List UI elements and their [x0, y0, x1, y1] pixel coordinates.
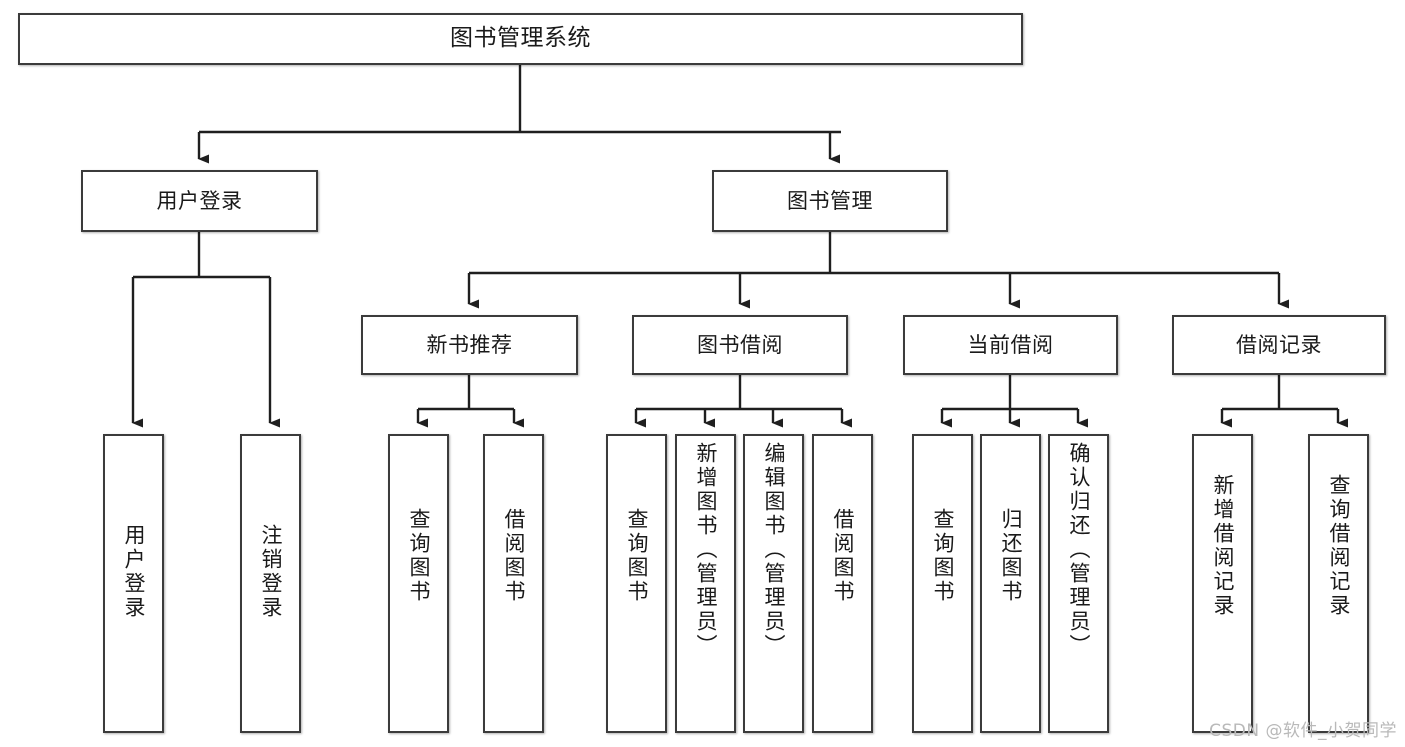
node-borrow-records[interactable]: 借阅记录	[1172, 315, 1386, 375]
leaf-borrow-books-1[interactable]: 借阅图书	[483, 434, 544, 733]
leaf-edit-book-admin-label: 编辑图书（管理员）	[762, 442, 786, 658]
leaf-return-books[interactable]: 归还图书	[980, 434, 1041, 733]
leaf-user-login[interactable]: 用户登录	[103, 434, 164, 733]
node-book-management[interactable]: 图书管理	[712, 170, 948, 232]
node-book-management-label: 图书管理	[787, 188, 873, 213]
node-borrow-records-label: 借阅记录	[1236, 332, 1322, 357]
watermark: CSDN @软件_小贺同学	[1209, 721, 1397, 741]
leaf-edit-book-admin[interactable]: 编辑图书（管理员）	[743, 434, 804, 733]
node-root[interactable]: 图书管理系统	[18, 13, 1023, 65]
leaf-add-book-admin-label: 新增图书（管理员）	[694, 442, 718, 658]
leaf-query-books-2-label: 查询图书	[625, 508, 649, 604]
leaf-query-books-2[interactable]: 查询图书	[606, 434, 667, 733]
node-user-login-label: 用户登录	[156, 188, 243, 213]
node-new-book-recommendation-label: 新书推荐	[426, 332, 513, 357]
node-new-book-recommendation[interactable]: 新书推荐	[361, 315, 578, 375]
leaf-confirm-return-admin-label: 确认归还（管理员）	[1067, 442, 1091, 658]
node-current-borrow-label: 当前借阅	[967, 332, 1054, 357]
leaf-query-books-3[interactable]: 查询图书	[912, 434, 973, 733]
leaf-return-books-label: 归还图书	[999, 508, 1023, 604]
leaf-query-books-1-label: 查询图书	[407, 508, 431, 604]
leaf-logout-label: 注销登录	[259, 524, 283, 620]
node-book-borrow-label: 图书借阅	[697, 332, 783, 357]
leaf-borrow-books-2-label: 借阅图书	[831, 508, 855, 604]
node-user-login[interactable]: 用户登录	[81, 170, 318, 232]
node-book-borrow[interactable]: 图书借阅	[632, 315, 848, 375]
leaf-query-books-1[interactable]: 查询图书	[388, 434, 449, 733]
leaf-logout[interactable]: 注销登录	[240, 434, 301, 733]
leaf-add-borrow-record-label: 新增借阅记录	[1211, 474, 1235, 618]
leaf-add-borrow-record[interactable]: 新增借阅记录	[1192, 434, 1253, 733]
leaf-query-borrow-record-label: 查询借阅记录	[1327, 474, 1351, 618]
leaf-borrow-books-2[interactable]: 借阅图书	[812, 434, 873, 733]
leaf-borrow-books-1-label: 借阅图书	[502, 508, 526, 604]
node-root-label: 图书管理系统	[450, 25, 591, 52]
leaf-query-borrow-record[interactable]: 查询借阅记录	[1308, 434, 1369, 733]
leaf-add-book-admin[interactable]: 新增图书（管理员）	[675, 434, 736, 733]
leaf-confirm-return-admin[interactable]: 确认归还（管理员）	[1048, 434, 1109, 733]
leaf-query-books-3-label: 查询图书	[931, 508, 955, 604]
node-current-borrow[interactable]: 当前借阅	[903, 315, 1118, 375]
leaf-user-login-label: 用户登录	[122, 524, 146, 620]
